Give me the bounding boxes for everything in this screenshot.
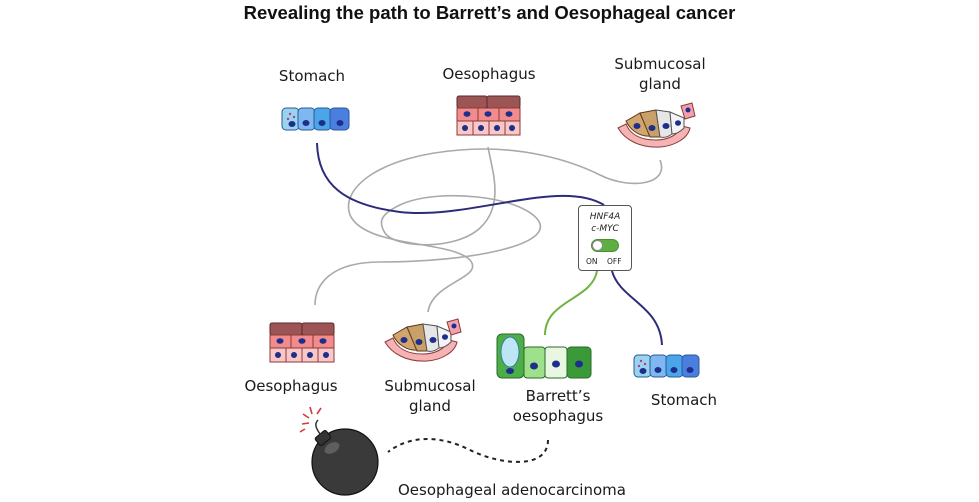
toggle-off-label: OFF bbox=[607, 257, 622, 266]
label-submucosal-top-line1: Submucosal bbox=[614, 55, 706, 73]
oesophagus-bottom-cells bbox=[269, 322, 335, 363]
label-stomach-top: Stomach bbox=[278, 67, 346, 85]
label-barretts-line2: oesophagus bbox=[512, 407, 604, 425]
grey-path-submucosal bbox=[347, 148, 663, 313]
submucosal-top-cells bbox=[617, 102, 696, 148]
label-submucosal-bottom-line2: gland bbox=[409, 397, 451, 415]
grey-path-oesophagus bbox=[314, 146, 542, 306]
oesophagus-top-cells bbox=[456, 95, 521, 136]
gene-switch-panel: HNF4A c-MYC ON OFF bbox=[578, 205, 632, 271]
label-oesophagus-top: Oesophagus bbox=[442, 65, 536, 83]
figure-title: Revealing the path to Barrett’s and Oeso… bbox=[243, 2, 736, 23]
gene-label-cmyc: c-MYC bbox=[591, 224, 619, 234]
label-stomach-bottom: Stomach bbox=[650, 391, 718, 409]
submucosal-bottom-cells bbox=[384, 318, 462, 362]
barretts-cells bbox=[496, 333, 592, 379]
stomach-bottom-cells bbox=[633, 354, 700, 378]
toggle-switch-icon bbox=[591, 239, 619, 252]
toggle-on-label: ON bbox=[586, 257, 598, 266]
gene-label-hnf4a: HNF4A bbox=[589, 212, 621, 222]
stomach-top-cells bbox=[281, 107, 350, 131]
label-submucosal-top-line2: gland bbox=[639, 75, 681, 93]
bomb-icon bbox=[299, 406, 379, 496]
label-submucosal-bottom-line1: Submucosal bbox=[384, 377, 476, 395]
green-path-barretts bbox=[544, 270, 598, 336]
navy-path-to-stomach bbox=[611, 270, 663, 346]
toggle-knob bbox=[592, 240, 603, 251]
label-oesophagus-bottom: Oesophagus bbox=[244, 377, 338, 395]
navy-path-stomach bbox=[316, 142, 605, 214]
label-adenocarcinoma: Oesophageal adenocarcinoma bbox=[398, 481, 626, 499]
dotted-path-cancer bbox=[387, 438, 549, 463]
label-barretts-line1: Barrett’s bbox=[525, 387, 591, 405]
